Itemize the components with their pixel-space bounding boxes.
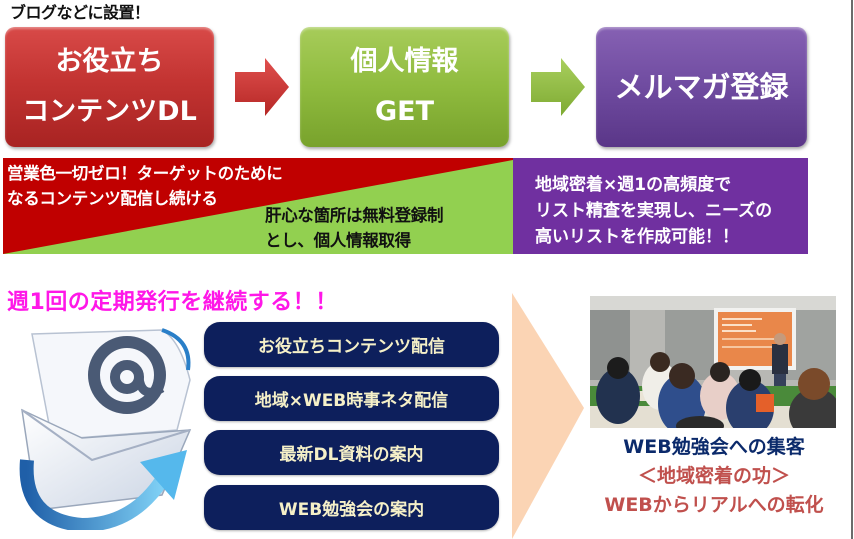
right-arrow-icon <box>235 58 289 116</box>
flow-step-newsletter: メルマガ登録 <box>596 27 807 147</box>
flow-step-content-dl: お役立ち コンテンツDL <box>5 27 214 147</box>
newsletter-item-label: WEB勉強会の案内 <box>278 500 425 520</box>
flow-step-label-line2: コンテンツDL <box>22 96 197 127</box>
newsletter-item-useful-content: お役立ちコンテンツ配信 <box>204 322 499 367</box>
newsletter-item-local-web-news: 地域×WEB時事ネタ配信 <box>204 376 499 421</box>
flow-step-label-line1: 個人情報 <box>350 46 459 77</box>
diagonal-band <box>3 158 513 254</box>
band-purple-line2: リスト精査を実現し、ニーズの <box>535 201 773 221</box>
right-border <box>851 0 853 539</box>
right-arrow-icon <box>531 58 585 116</box>
weekly-title: 週1回の定期発行を継続する！！ <box>7 290 338 315</box>
band-purple-line3: 高いリストを作成可能！！ <box>535 227 739 247</box>
seminar-photo <box>590 296 836 428</box>
result-line1: ＜地域密着の功＞ <box>637 465 790 487</box>
result-text: ＜地域密着の功＞ WEBからリアルへの転化 <box>585 462 843 520</box>
band-red-text: 営業色一切ゼロ！ターゲットのためになるコンテンツ配信し続ける <box>7 164 283 208</box>
band-green-area <box>3 160 513 254</box>
flow-step-label-line1: お役立ち <box>55 46 164 77</box>
band-green-text: 肝心な箇所は無料登録制 とし、個人情報取得 <box>265 203 515 253</box>
band-purple-text: 地域密着×週1の高頻度で リスト精査を実現し、ニーズの 高いリストを作成可能！！ <box>535 172 805 250</box>
email-icon <box>19 328 192 530</box>
caption-top: ブログなどに設置！ <box>10 3 150 22</box>
photo-caption: WEB勉強会への集客 <box>623 436 805 458</box>
flow-step-personal-info: 個人情報 GET <box>300 27 509 147</box>
newsletter-item-latest-dl: 最新DL資料の案内 <box>204 430 499 475</box>
newsletter-item-label: 最新DL資料の案内 <box>279 445 424 465</box>
newsletter-item-label: お役立ちコンテンツ配信 <box>258 337 445 357</box>
newsletter-item-web-seminar: WEB勉強会の案内 <box>204 485 499 530</box>
flow-step-label-line2: GET <box>374 96 435 127</box>
band-green-line1: 肝心な箇所は無料登録制 <box>265 206 444 225</box>
band-purple-line1: 地域密着×週1の高頻度で <box>535 175 732 195</box>
flow-step-label: メルマガ登録 <box>614 70 789 104</box>
chevron-right-icon <box>512 293 584 539</box>
newsletter-item-label: 地域×WEB時事ネタ配信 <box>254 391 449 411</box>
band-purple-box <box>513 158 808 254</box>
band-green-line2: とし、個人情報取得 <box>265 231 411 250</box>
result-line2: WEBからリアルへの転化 <box>604 494 824 516</box>
